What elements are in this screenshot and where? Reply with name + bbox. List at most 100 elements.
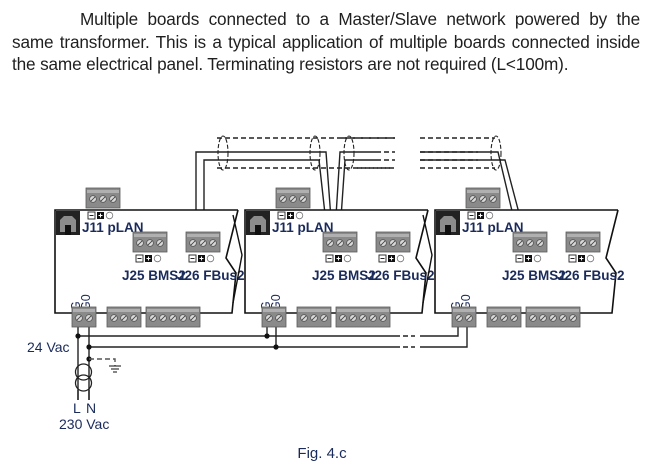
junction-dot [75, 333, 81, 339]
screw-terminal [369, 314, 377, 322]
j11-connector [85, 187, 121, 209]
network-wire-minus-out [339, 159, 376, 233]
screw-terminal [310, 314, 318, 322]
screw-terminal [469, 195, 477, 203]
screw-terminal [136, 239, 144, 247]
shield-symbol [343, 254, 352, 263]
polarity-symbols [515, 254, 542, 263]
polarity-symbols [325, 254, 352, 263]
shield-symbol [153, 254, 162, 263]
junction-dot [264, 333, 270, 339]
power-connector-g-g0 [451, 306, 477, 328]
primary-voltage-label: 230 Vac [59, 416, 109, 432]
screw-terminal [189, 314, 197, 322]
screw-terminal [526, 239, 534, 247]
screw-terminal [539, 314, 547, 322]
screw-terminal [569, 314, 577, 322]
j26-fbus2-connector [185, 231, 221, 253]
screw-terminal [346, 239, 354, 247]
screw-terminal [349, 314, 357, 322]
cable-shield-ellipse [309, 135, 321, 171]
screw-terminal [109, 195, 117, 203]
j11-connector [465, 187, 501, 209]
polarity-symbols [467, 211, 494, 220]
screw-terminal [169, 314, 177, 322]
network-wire-minus [203, 159, 328, 233]
screw-terminal [589, 239, 597, 247]
board-break-mark [232, 214, 243, 304]
transformer-icon [74, 363, 93, 381]
io-connector-small [296, 306, 332, 328]
polarity-symbols [277, 211, 304, 220]
screw-terminal [189, 239, 197, 247]
j25-bms2-label: J25 BMS2 [122, 268, 186, 283]
network-wire-plus-out [334, 151, 376, 233]
rj-jack-icon [246, 211, 270, 235]
screw-terminal [490, 314, 498, 322]
figure-caption: Fig. 4.c [297, 445, 347, 462]
screw-terminal [85, 314, 93, 322]
shield-symbol [295, 211, 304, 220]
screw-terminal [159, 314, 167, 322]
shield-symbol [533, 254, 542, 263]
screw-terminal [559, 314, 567, 322]
neutral-label: N [86, 400, 96, 416]
screw-terminal [465, 314, 473, 322]
polarity-symbols [135, 254, 162, 263]
bus-drop-g0-3 [420, 323, 468, 348]
screw-terminal [359, 314, 367, 322]
j25-bms2-connector [512, 231, 548, 253]
g-label: G [259, 301, 273, 311]
polarity-symbols [188, 254, 215, 263]
screw-terminal [569, 239, 577, 247]
cable-shield-ellipse [343, 135, 355, 171]
screw-terminal [275, 314, 283, 322]
screw-terminal [510, 314, 518, 322]
j26-fbus2-connector [375, 231, 411, 253]
io-connector-large [335, 306, 391, 328]
junction-dot [86, 344, 92, 350]
screw-terminal [529, 314, 537, 322]
screw-terminal [489, 195, 497, 203]
screw-terminal [289, 195, 297, 203]
screw-terminal [320, 314, 328, 322]
wires-layer [75, 135, 525, 400]
screw-terminal [336, 239, 344, 247]
screw-terminal [300, 314, 308, 322]
shield-symbol [586, 254, 595, 263]
screw-terminal [339, 314, 347, 322]
screw-terminal [99, 195, 107, 203]
screw-terminal [500, 314, 508, 322]
screw-terminal [379, 314, 387, 322]
screw-terminal [199, 239, 207, 247]
power-connector-g-g0 [71, 306, 97, 328]
j26-fbus2-label: J26 FBus2 [367, 268, 435, 283]
transformer-icon-secondary [74, 374, 93, 392]
j11-connector [275, 187, 311, 209]
screw-terminal [156, 239, 164, 247]
screw-terminal [149, 314, 157, 322]
screw-terminal [146, 239, 154, 247]
screw-terminal [579, 239, 587, 247]
shield-symbol [206, 254, 215, 263]
j25-bms2-label: J25 BMS2 [502, 268, 566, 283]
shield-symbol [396, 254, 405, 263]
screw-terminal [326, 239, 334, 247]
screw-terminal [130, 314, 138, 322]
secondary-voltage-label: 24 Vac [27, 339, 70, 355]
screw-terminal [299, 195, 307, 203]
shield-symbol [105, 211, 114, 220]
polarity-symbols [378, 254, 405, 263]
power-connector-g-g0 [261, 306, 287, 328]
g-label: G [449, 301, 463, 311]
io-connector-small [106, 306, 142, 328]
earth-wire [89, 358, 116, 366]
j26-fbus2-connector [565, 231, 601, 253]
screw-terminal [279, 195, 287, 203]
screw-terminal [549, 314, 557, 322]
